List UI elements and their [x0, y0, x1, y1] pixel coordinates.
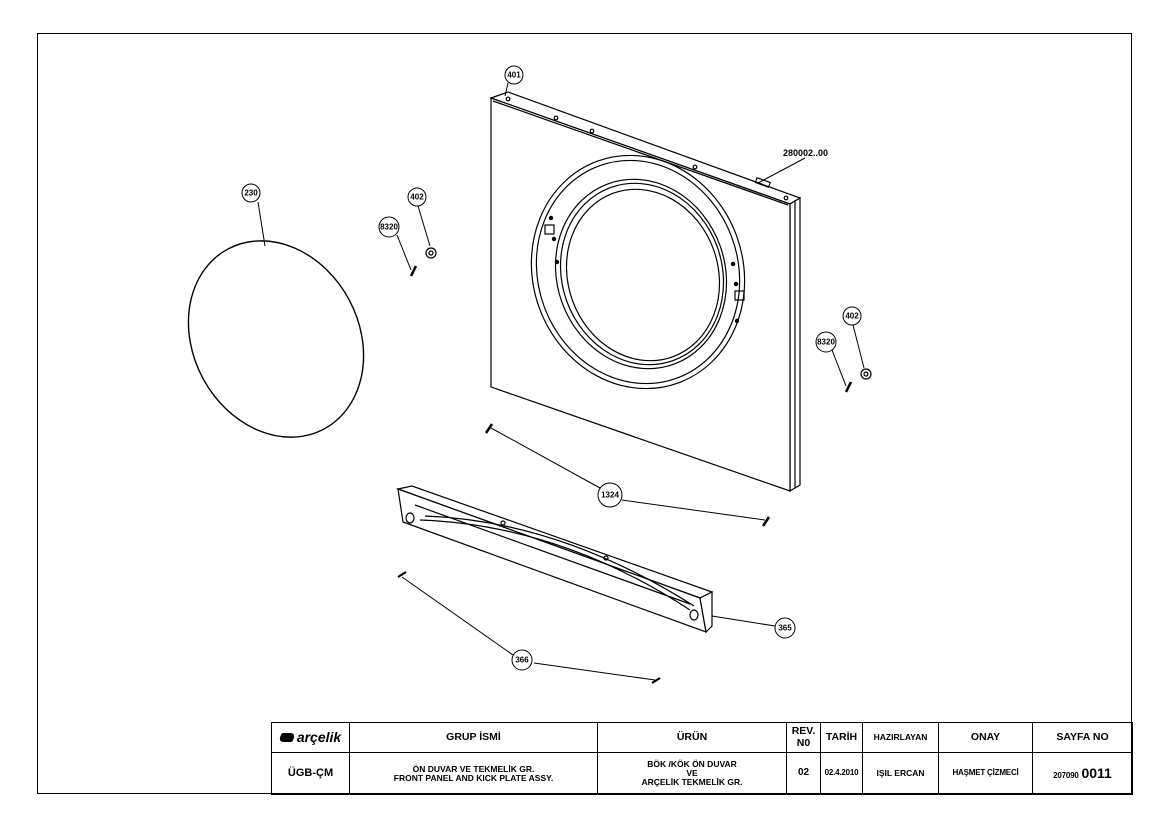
reference-label: 280002..00 [783, 148, 828, 158]
callout-366: 366 [515, 656, 529, 665]
header-onay: ONAY [938, 722, 1033, 753]
callout-402-right: 402 [845, 312, 859, 321]
title-block: arçelik GRUP İSMİ ÜRÜN REV.N0 TARİH HAZI… [271, 722, 1133, 795]
header-urun: ÜRÜN [597, 722, 787, 753]
header-hazirlayan: HAZIRLAYAN [862, 722, 939, 753]
fasteners [397, 265, 853, 684]
kick-plate [395, 485, 714, 634]
value-code: ÜGB-ÇM [271, 752, 350, 795]
value-rev: 02 [786, 752, 821, 795]
value-hazirlayan: IŞIL ERCAN [862, 752, 939, 795]
header-rev: REV.N0 [786, 722, 821, 753]
header-grup-ismi: GRUP İSMİ [349, 722, 598, 753]
value-sayfa-no: 207090 0011 [1032, 752, 1133, 795]
callout-365: 365 [778, 624, 792, 633]
callout-1324: 1324 [601, 491, 619, 500]
callout-401: 401 [507, 71, 521, 80]
gasket-ring [187, 240, 365, 438]
value-grup-ismi: ÖN DUVAR VE TEKMELİK GR.FRONT PANEL AND … [349, 752, 598, 795]
arcelik-logo-icon [278, 733, 296, 742]
callout-402-left: 402 [410, 193, 424, 202]
logo-text: arçelik [296, 729, 342, 746]
leader-lines [257, 82, 865, 681]
logo-cell: arçelik [271, 722, 350, 753]
callout-8320-left: 8320 [380, 223, 398, 232]
callout-circles [241, 65, 862, 671]
header-tarih: TARİH [820, 722, 863, 753]
callout-8320-right: 8320 [817, 338, 835, 347]
value-tarih: 02.4.2010 [820, 752, 863, 795]
front-panel [489, 91, 802, 493]
header-sayfa-no: SAYFA NO [1032, 722, 1133, 753]
callout-230: 230 [244, 189, 258, 198]
value-onay: HAŞMET ÇİZMECİ [938, 752, 1033, 795]
